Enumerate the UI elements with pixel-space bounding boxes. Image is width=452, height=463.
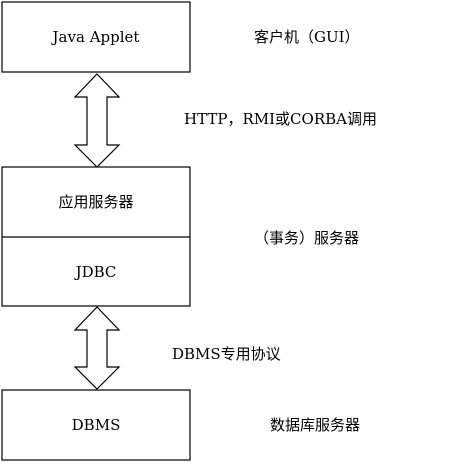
dbms-label: DBMS [71, 416, 121, 434]
java-applet-box [1, 1, 191, 73]
dbms-box [1, 389, 191, 461]
db-server-label: 数据库服务器 [270, 416, 361, 434]
double-arrow-top [73, 73, 121, 168]
dbms-protocol-label: DBMS专用协议 [172, 345, 281, 363]
app-server-label: 应用服务器 [58, 193, 134, 211]
double-arrow-bottom [73, 306, 121, 390]
protocols-label: HTTP，RMI或CORBA调用 [184, 110, 377, 128]
java-applet-label: Java Applet [52, 28, 140, 46]
server-tier-label: （事务）服务器 [254, 229, 360, 247]
jdbc-label: JDBC [75, 263, 117, 281]
client-label: 客户机（GUI） [254, 28, 360, 46]
